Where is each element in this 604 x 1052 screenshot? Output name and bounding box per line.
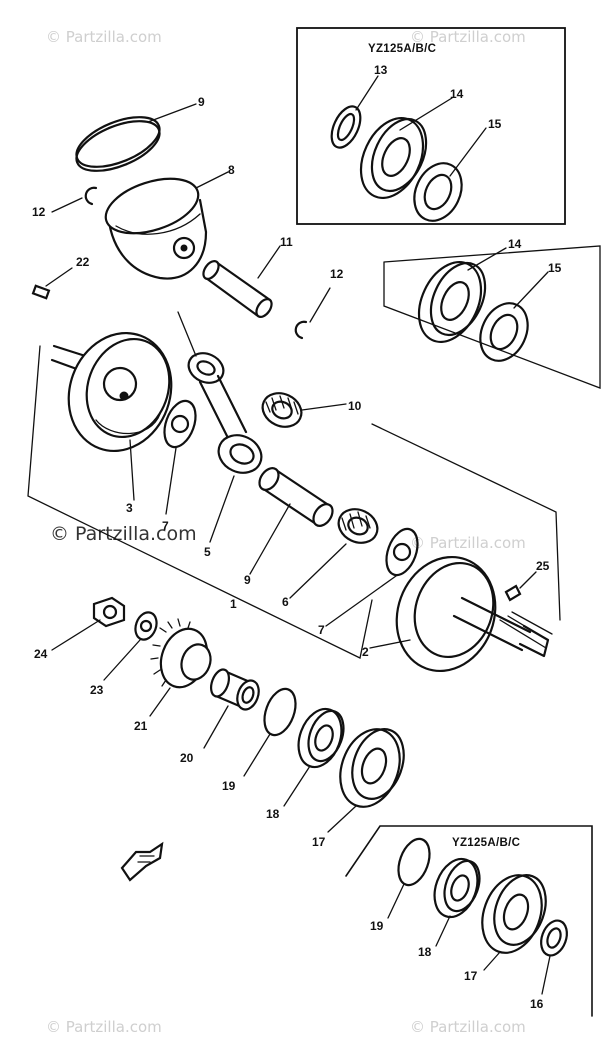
- callout-19: 19: [222, 779, 236, 793]
- crank-pin: 9: [244, 467, 334, 587]
- front-arrow-icon: [120, 841, 164, 882]
- crank-half-2: 2: [362, 555, 553, 673]
- callout-14-middle: 14: [508, 237, 522, 251]
- piston-pin-clip-12-left: 12: [32, 186, 98, 219]
- bearing-17: 17: [312, 728, 405, 849]
- callout-1: 1: [230, 597, 237, 611]
- callout-16: 16: [530, 997, 544, 1011]
- callout-20: 20: [180, 751, 194, 765]
- watermark-bottom-right: © Partzilla.com: [410, 1018, 526, 1036]
- callout-18: 18: [266, 807, 280, 821]
- callout-19-bottom: 19: [370, 919, 384, 933]
- piston-8: 8: [104, 163, 235, 280]
- thrust-washer-7-left: 7: [162, 399, 197, 533]
- crank-half-3: 3: [50, 331, 173, 515]
- variant-label-bottom: YZ125A/B/C: [452, 837, 520, 849]
- nut-24: 24: [34, 596, 126, 661]
- crankshaft-assembly-callout-1: 1: [230, 597, 237, 611]
- watermark-center: © Partzilla.com: [50, 523, 197, 545]
- primary-gear-21: 21: [134, 618, 212, 733]
- thrust-washer-7-right: 7: [318, 527, 419, 637]
- callout-22: 22: [76, 255, 90, 269]
- callout-12-right: 12: [330, 267, 344, 281]
- callout-14-top: 14: [450, 87, 464, 101]
- variant-box-bottom: YZ125A/B/C 19 18 17 16: [345, 825, 593, 1017]
- circlip-19: 19: [222, 687, 297, 793]
- callout-23: 23: [90, 683, 104, 697]
- callout-25: 25: [536, 559, 550, 573]
- callout-3: 3: [126, 501, 133, 515]
- needle-bearing-10: 10: [261, 392, 362, 428]
- variant-label-top: YZ125A/B/C: [368, 43, 436, 55]
- callout-17: 17: [312, 835, 326, 849]
- callout-8: 8: [228, 163, 235, 177]
- callout-2: 2: [362, 645, 369, 659]
- callout-24: 24: [34, 647, 48, 661]
- woodruff-key-25: 25: [504, 559, 550, 602]
- watermark-top-left: © Partzilla.com: [46, 28, 162, 46]
- callout-15-middle: 15: [548, 261, 562, 275]
- needle-bearing-6: 6: [282, 508, 379, 609]
- washer-23: 23: [90, 611, 158, 697]
- variant-box-top: YZ125A/B/C 13 14 15: [296, 27, 566, 225]
- callout-21: 21: [134, 719, 148, 733]
- callout-17-bottom: 17: [464, 969, 478, 983]
- callout-11: 11: [280, 235, 293, 249]
- watermark-center-right: © Partzilla.com: [410, 534, 526, 552]
- piston-ring-9: 9: [75, 95, 205, 172]
- callout-9: 9: [198, 95, 205, 109]
- callout-7-right: 7: [318, 623, 325, 637]
- connecting-rod-5: 5: [177, 311, 263, 559]
- watermark-group: © Partzilla.com © Partzilla.com © Partzi…: [46, 28, 526, 1036]
- collar-20: 20: [180, 668, 260, 765]
- callout-10: 10: [348, 399, 362, 413]
- callout-6: 6: [282, 595, 289, 609]
- callout-9-pin: 9: [244, 573, 251, 587]
- crankshaft-assembly-frame: [27, 345, 561, 659]
- piston-pin-11: 11: [202, 235, 293, 318]
- watermark-top-right: © Partzilla.com: [410, 28, 526, 46]
- callout-15-top: 15: [488, 117, 502, 131]
- variant-box-middle: 14 15: [383, 237, 601, 389]
- callout-12-left: 12: [32, 205, 46, 219]
- piston-pin-clip-12-right: 12: [294, 267, 344, 340]
- callout-13: 13: [374, 63, 388, 77]
- watermark-bottom-left: © Partzilla.com: [46, 1018, 162, 1036]
- callout-7-left: 7: [162, 519, 169, 533]
- callout-5: 5: [204, 545, 211, 559]
- dowel-pin-22: 22: [31, 255, 90, 300]
- bearing-18: 18: [266, 707, 345, 821]
- callout-18-bottom: 18: [418, 945, 432, 959]
